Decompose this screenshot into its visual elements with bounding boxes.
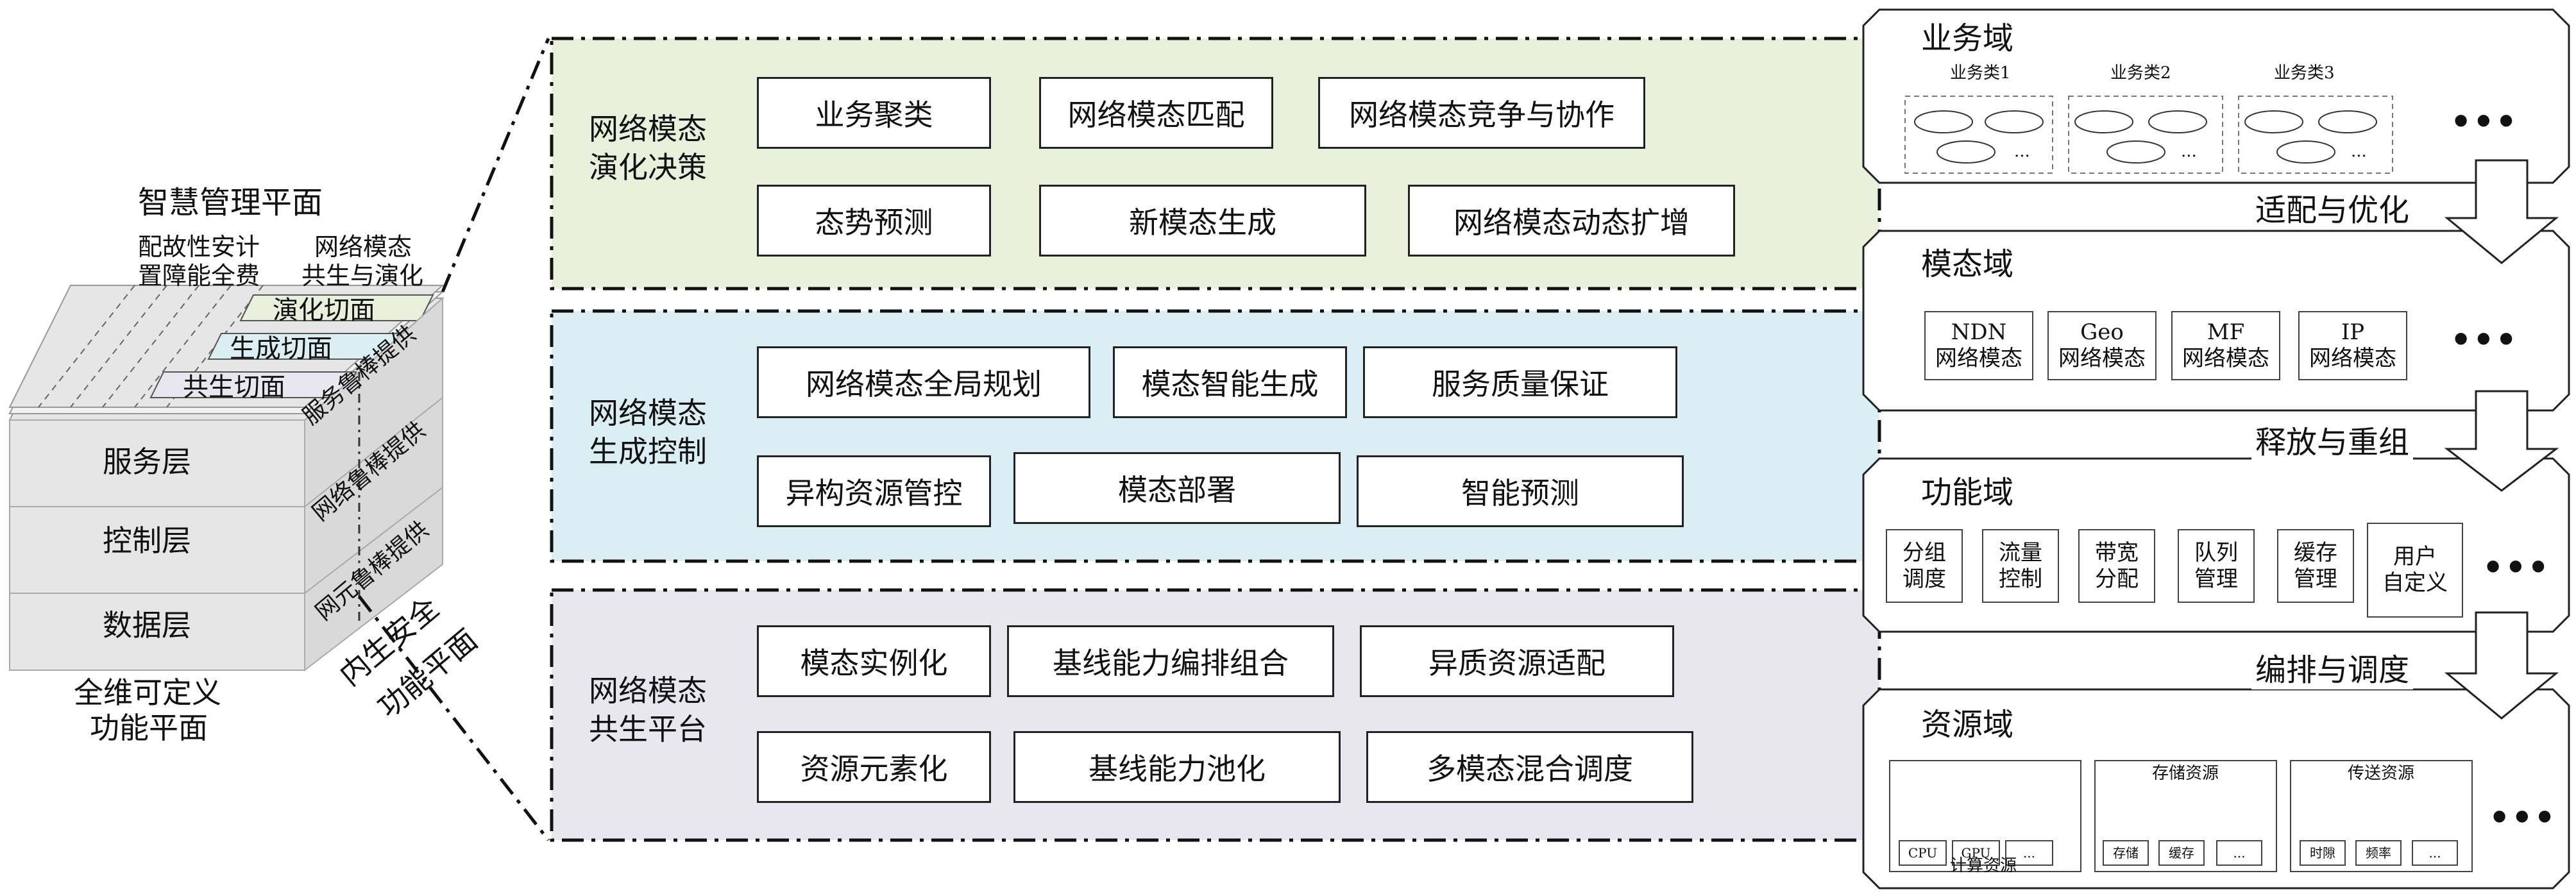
coexist-label-2: 共生与演化 xyxy=(301,262,424,290)
business-class-3: 业务类3 xyxy=(2274,63,2335,83)
panel-evolution-title: 网络模态 演化决策 xyxy=(589,112,707,185)
business-dots-2: ... xyxy=(2181,142,2197,161)
function-item-queue: 队列管理 xyxy=(2178,529,2255,603)
mgmt-label-2: 置障能全费 xyxy=(138,262,260,290)
compute-more: ... xyxy=(2005,840,2053,866)
box-situation-prediction: 态势预测 xyxy=(757,185,991,257)
connector-bottom xyxy=(358,595,550,841)
box-modal-competition: 网络模态竞争与协作 xyxy=(1318,77,1645,149)
arrow-label-adapt: 适配与优化 xyxy=(2251,185,2414,230)
layer-data: 数据层 xyxy=(103,608,191,643)
box-baseline-pooling: 基线能力池化 xyxy=(1013,731,1341,803)
modal-more: ••• xyxy=(2450,321,2518,360)
business-class-boxes xyxy=(1904,96,2393,174)
storage-more: ... xyxy=(2216,840,2262,866)
panel-generation-title: 网络模态 生成控制 xyxy=(589,396,707,469)
compute-caption: 计算资源 xyxy=(1950,856,2017,875)
box-baseline-orchestration: 基线能力编排组合 xyxy=(1007,625,1334,697)
business-class-2: 业务类2 xyxy=(2110,63,2171,83)
business-dots-1: ... xyxy=(2014,142,2030,161)
transfer-title: 传送资源 xyxy=(2348,764,2415,783)
business-dots-3: ... xyxy=(2351,142,2367,161)
bottom-label-1: 全维可定义 xyxy=(74,675,221,710)
slice-evolution: 演化切面 xyxy=(273,296,375,325)
transfer-timeslot: 时隙 xyxy=(2300,840,2346,866)
function-item-cache: 缓存管理 xyxy=(2277,529,2354,603)
function-domain-title: 功能域 xyxy=(1921,475,2014,510)
storage-title: 存储资源 xyxy=(2152,764,2219,783)
cube-side-face xyxy=(304,296,443,672)
arrow-label-release: 释放与重组 xyxy=(2251,417,2414,462)
resource-more: ••• xyxy=(2489,798,2557,838)
slice-generation: 生成切面 xyxy=(230,334,332,364)
function-item-packet-scheduling: 分组调度 xyxy=(1886,529,1963,603)
box-modal-dynamic-expansion: 网络模态动态扩增 xyxy=(1408,185,1735,257)
function-item-bandwidth: 带宽分配 xyxy=(2078,529,2155,603)
bottom-label-2: 功能平面 xyxy=(90,711,208,745)
box-modal-instantiation: 模态实例化 xyxy=(757,625,991,697)
down-arrows xyxy=(2444,159,2559,720)
box-resource-elementization: 资源元素化 xyxy=(757,731,991,803)
panel-coexistence-title: 网络模态 共生平台 xyxy=(589,673,707,746)
business-domain-title: 业务域 xyxy=(1921,21,2014,56)
storage-cache: 缓存 xyxy=(2158,840,2205,866)
connector-top xyxy=(441,38,550,292)
modal-domain-title: 模态域 xyxy=(1921,246,2014,282)
transfer-more: ... xyxy=(2412,840,2458,866)
box-heterogeneous-adaptation: 异质资源适配 xyxy=(1360,625,1674,697)
business-class-1: 业务类1 xyxy=(1950,63,2011,83)
coexist-label-1: 网络模态 xyxy=(314,233,412,261)
top-plane-title: 智慧管理平面 xyxy=(138,185,323,221)
box-modal-matching: 网络模态匹配 xyxy=(1039,77,1273,149)
function-item-flow-control: 流量控制 xyxy=(1982,529,2059,603)
layer-control: 控制层 xyxy=(103,523,191,558)
compute-cpu: CPU xyxy=(1899,840,1947,866)
box-intelligent-prediction: 智能预测 xyxy=(1357,455,1684,527)
box-global-planning: 网络模态全局规划 xyxy=(757,346,1090,418)
layer-service: 服务层 xyxy=(103,444,191,479)
mgmt-label-1: 配故性安计 xyxy=(138,233,260,261)
resource-domain-title: 资源域 xyxy=(1921,707,2014,743)
function-more: ••• xyxy=(2482,548,2550,587)
box-heterogeneous-control: 异构资源管控 xyxy=(757,455,991,527)
box-multimodal-scheduling: 多模态混合调度 xyxy=(1366,731,1693,803)
middle-panels-borders xyxy=(550,37,1881,842)
function-item-user-defined: 用户自定义 xyxy=(2367,523,2463,618)
compute-gpu: GPU xyxy=(1952,840,2000,866)
business-more: ••• xyxy=(2450,103,2518,142)
box-new-modal-generation: 新模态生成 xyxy=(1039,185,1366,257)
transfer-frequency: 频率 xyxy=(2355,840,2402,866)
slice-coexistence: 共生切面 xyxy=(183,373,285,402)
arrow-label-orchestrate: 编排与调度 xyxy=(2251,645,2414,689)
box-business-clustering: 业务聚类 xyxy=(757,77,991,149)
box-intelligent-generation: 模态智能生成 xyxy=(1113,346,1347,418)
box-qos-guarantee: 服务质量保证 xyxy=(1363,346,1677,418)
storage-store: 存储 xyxy=(2103,840,2149,866)
box-modal-deployment: 模态部署 xyxy=(1013,452,1341,524)
